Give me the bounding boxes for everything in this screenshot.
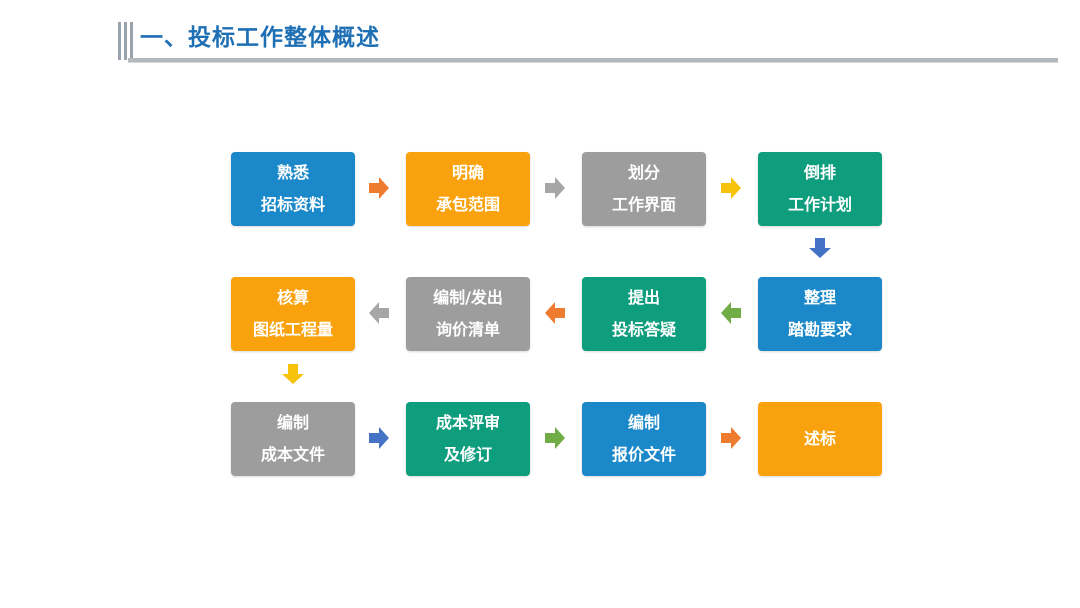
arrow-left-icon [366,302,392,326]
arrow-right-icon [366,427,392,451]
process-step-box: 述标 [758,402,882,476]
process-step-label: 及修订 [443,445,492,464]
process-step-label: 熟悉 [276,163,309,182]
process-step-label: 编制 [627,413,660,432]
process-step-box: 编制报价文件 [582,402,706,476]
process-step-label: 倒排 [803,163,836,182]
arrow-down-icon [281,362,307,386]
process-step-box: 编制成本文件 [231,402,355,476]
process-step-label: 述标 [803,429,836,448]
process-step-label: 提出 [627,288,660,307]
process-step-box: 倒排工作计划 [758,152,882,226]
process-step-label: 询价清单 [435,320,500,339]
process-step-box: 核算图纸工程量 [231,277,355,351]
process-step-label: 工作计划 [787,195,852,214]
process-step-label: 承包范围 [435,195,500,214]
process-step-box: 整理踏勘要求 [758,277,882,351]
process-step-label: 整理 [803,288,836,307]
process-step-box: 提出投标答疑 [582,277,706,351]
title-underline [128,58,1058,63]
process-step-label: 编制/发出 [433,288,503,307]
process-step-box: 编制/发出询价清单 [406,277,530,351]
process-step-label: 踏勘要求 [787,320,852,339]
process-step-box: 划分工作界面 [582,152,706,226]
process-step-box: 成本评审及修订 [406,402,530,476]
process-step-box: 明确承包范围 [406,152,530,226]
arrow-down-icon [808,236,834,260]
process-step-label: 明确 [451,163,484,182]
slide-title: 一、投标工作整体概述 [140,25,380,51]
process-step-label: 核算 [276,288,309,307]
process-step-label: 报价文件 [611,445,676,464]
process-step-box: 熟悉招标资料 [231,152,355,226]
arrow-left-icon [542,302,568,326]
title-decoration-bar [118,22,121,60]
title-decoration-bar [124,22,127,60]
slide-header: 一、投标工作整体概述 [112,20,1060,66]
process-step-label: 编制 [276,413,309,432]
process-step-label: 招标资料 [260,195,325,214]
arrow-right-icon [542,177,568,201]
arrow-right-icon [718,427,744,451]
arrow-right-icon [542,427,568,451]
process-step-label: 工作界面 [611,195,676,214]
process-step-label: 图纸工程量 [252,320,333,339]
arrow-right-icon [718,177,744,201]
title-decoration-bar [130,22,133,60]
process-step-label: 投标答疑 [611,320,676,339]
process-step-label: 划分 [627,163,660,182]
arrow-left-icon [718,302,744,326]
process-step-label: 成本评审 [435,413,500,432]
process-step-label: 成本文件 [260,445,325,464]
arrow-right-icon [366,177,392,201]
